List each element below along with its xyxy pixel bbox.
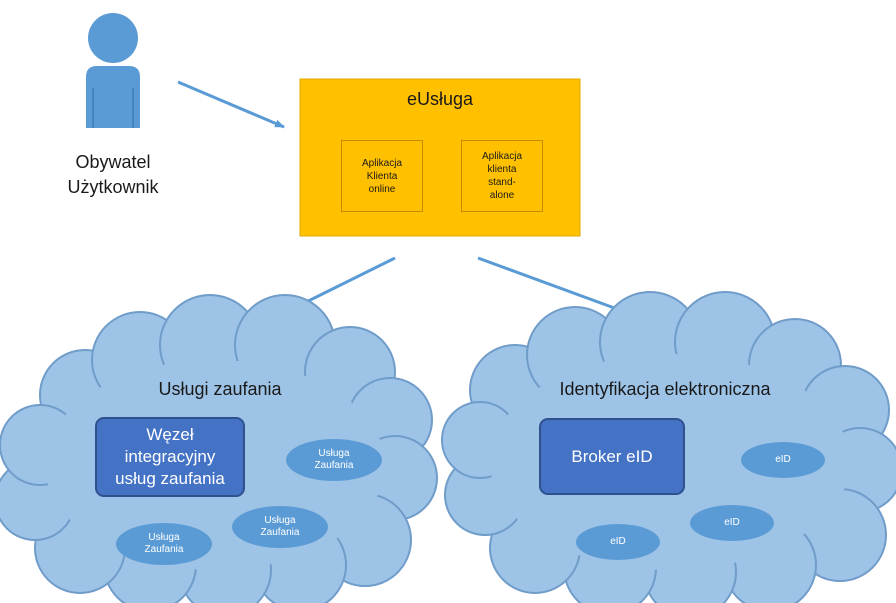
- trust-service-ellipse: [116, 523, 212, 565]
- cloud-trust-services: [0, 294, 438, 603]
- trust-service-ellipse: [232, 506, 328, 548]
- app-client-online: Aplikacja Klienta online: [341, 140, 423, 212]
- trust-service-label: Usługa Zaufania: [314, 448, 354, 471]
- eid-label: eID: [610, 536, 626, 547]
- trust-service-label: Usługa Zaufania: [260, 515, 300, 538]
- eid-ellipse: [741, 442, 825, 478]
- person-icon: [86, 13, 140, 128]
- arrow-eusluga-to-eid: [477, 256, 629, 315]
- app-client-standalone: Aplikacja klienta stand- alone: [461, 140, 543, 212]
- trust-service-label: Usługa Zaufania: [144, 532, 184, 555]
- eid-label: eID: [724, 517, 740, 528]
- eid-cloud-title: Identyfikacja elektroniczna: [559, 379, 771, 399]
- eid-ellipse: [690, 505, 774, 541]
- eid-label: eID: [775, 454, 791, 465]
- eid-ellipse: [576, 524, 660, 560]
- arrow-user-to-eusluga: [177, 80, 285, 129]
- user-label: Obywatel Użytkownik: [67, 152, 159, 197]
- broker-eid-node: Broker eID: [539, 418, 685, 495]
- eusluga-title: eUsługa: [406, 89, 474, 109]
- trust-integration-node: Węzeł integracyjny usług zaufania: [95, 417, 245, 497]
- trust-service-ellipse: [286, 439, 382, 481]
- trust-cloud-title: Usługi zaufania: [158, 379, 282, 399]
